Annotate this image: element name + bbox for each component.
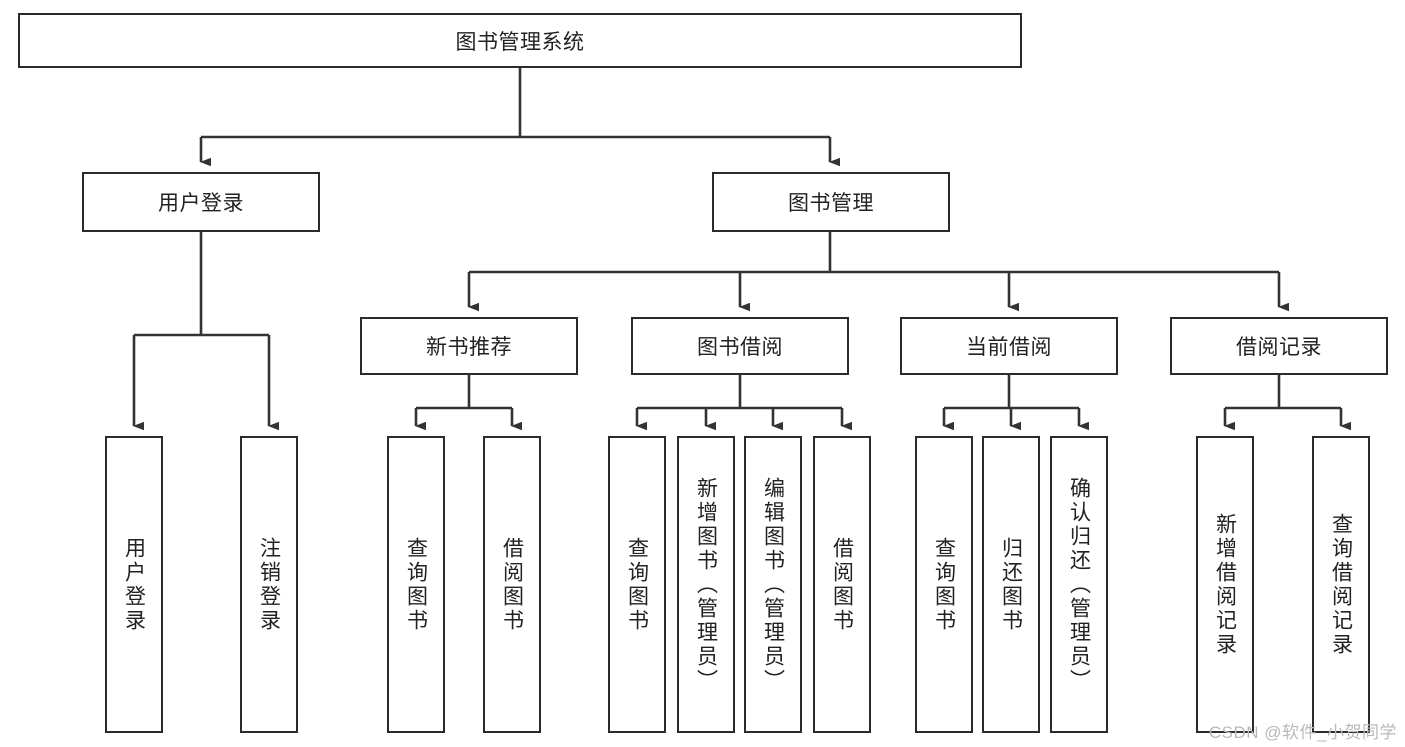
node-leaf-query-book-current-label: 查询图书 (932, 536, 956, 633)
node-leaf-add-book-label: 新增图书（管理员） (694, 476, 718, 693)
node-leaf-query-borrow-record-label: 查询借阅记录 (1329, 512, 1353, 657)
node-leaf-query-borrow-record[interactable]: 查询借阅记录 (1312, 436, 1370, 733)
node-book-borrow-label: 图书借阅 (697, 336, 783, 359)
node-book-management[interactable]: 图书管理 (712, 172, 950, 232)
node-new-book-recommend[interactable]: 新书推荐 (360, 317, 578, 375)
node-leaf-confirm-return[interactable]: 确认归还（管理员） (1050, 436, 1108, 733)
node-leaf-return-book-label: 归还图书 (999, 536, 1023, 633)
node-current-borrow[interactable]: 当前借阅 (900, 317, 1118, 375)
node-leaf-confirm-return-label: 确认归还（管理员） (1067, 476, 1091, 693)
node-leaf-logout-label: 注销登录 (257, 536, 281, 633)
node-leaf-query-book-recommend[interactable]: 查询图书 (387, 436, 445, 733)
node-leaf-borrow-book-label: 借阅图书 (830, 536, 854, 633)
node-root[interactable]: 图书管理系统 (18, 13, 1022, 68)
node-leaf-query-book-current[interactable]: 查询图书 (915, 436, 973, 733)
node-leaf-borrow-book-recommend-label: 借阅图书 (500, 536, 524, 633)
node-borrow-record[interactable]: 借阅记录 (1170, 317, 1388, 375)
node-borrow-record-label: 借阅记录 (1236, 336, 1322, 359)
node-current-borrow-label: 当前借阅 (966, 336, 1052, 359)
node-book-borrow[interactable]: 图书借阅 (631, 317, 849, 375)
node-leaf-add-borrow-record[interactable]: 新增借阅记录 (1196, 436, 1254, 733)
node-leaf-edit-book[interactable]: 编辑图书（管理员） (744, 436, 802, 733)
node-user-login-label: 用户登录 (158, 192, 244, 215)
node-leaf-user-login-label: 用户登录 (122, 536, 146, 633)
node-leaf-borrow-book-recommend[interactable]: 借阅图书 (483, 436, 541, 733)
node-book-management-label: 图书管理 (788, 192, 874, 215)
node-leaf-add-borrow-record-label: 新增借阅记录 (1213, 512, 1237, 657)
node-leaf-query-book-borrow-label: 查询图书 (625, 536, 649, 633)
node-leaf-user-login[interactable]: 用户登录 (105, 436, 163, 733)
node-leaf-query-book-recommend-label: 查询图书 (404, 536, 428, 633)
node-user-login[interactable]: 用户登录 (82, 172, 320, 232)
node-leaf-query-book-borrow[interactable]: 查询图书 (608, 436, 666, 733)
node-new-book-recommend-label: 新书推荐 (426, 336, 512, 359)
node-leaf-return-book[interactable]: 归还图书 (982, 436, 1040, 733)
node-leaf-edit-book-label: 编辑图书（管理员） (761, 476, 785, 693)
node-leaf-add-book[interactable]: 新增图书（管理员） (677, 436, 735, 733)
node-root-label: 图书管理系统 (455, 30, 585, 54)
node-leaf-borrow-book[interactable]: 借阅图书 (813, 436, 871, 733)
csdn-watermark: CSDN @软件_小贺同学 (1208, 723, 1397, 742)
node-leaf-logout[interactable]: 注销登录 (240, 436, 298, 733)
